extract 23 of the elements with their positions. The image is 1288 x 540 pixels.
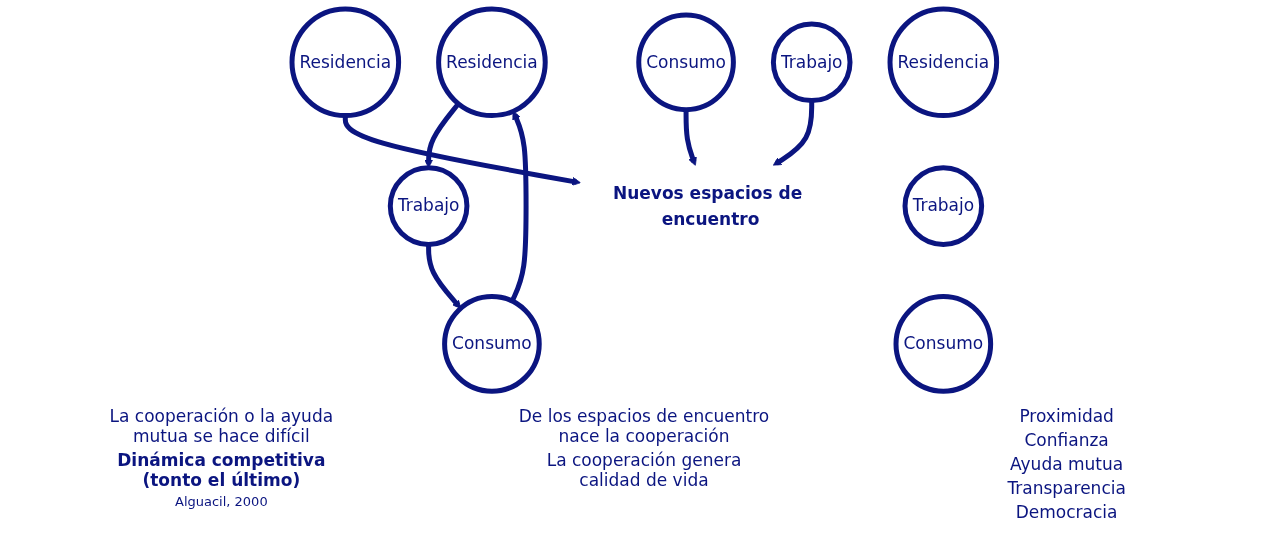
node-circle: Consumo [441,294,542,394]
node-circle: Consumo [635,12,736,112]
list-item: Transparencia [1007,478,1126,498]
center-text: Dinámica competitiva (tonto el último) [116,450,327,490]
arrow [425,244,461,309]
list-item: Confianza [1024,430,1109,450]
node-circle: Trabajo [902,165,984,247]
node-text: Nuevos espacios de encuentro [612,182,802,228]
arrow [683,109,697,166]
note-text: De los espacios de encuentro nace la cooperación [517,406,771,446]
note-text: La cooperación genera calidad de vida [545,450,743,490]
node-circle: Residencia [435,6,548,118]
node-circle: Residencia [289,6,401,118]
note-text: La cooperación o la ayuda mutua se hace difícil [108,406,335,446]
list-item: Proximidad [1019,406,1114,426]
node-circle: Trabajo [387,165,470,247]
list-item: Ayuda mutua [1010,454,1124,474]
citation-text: Alguacil, 2000 [175,494,268,509]
node-circle: Consumo [893,294,993,394]
node-circle: Trabajo [770,21,853,103]
arrow [772,100,814,166]
list-item: Democracia [1015,502,1118,522]
node-circle: Residencia [887,6,999,118]
